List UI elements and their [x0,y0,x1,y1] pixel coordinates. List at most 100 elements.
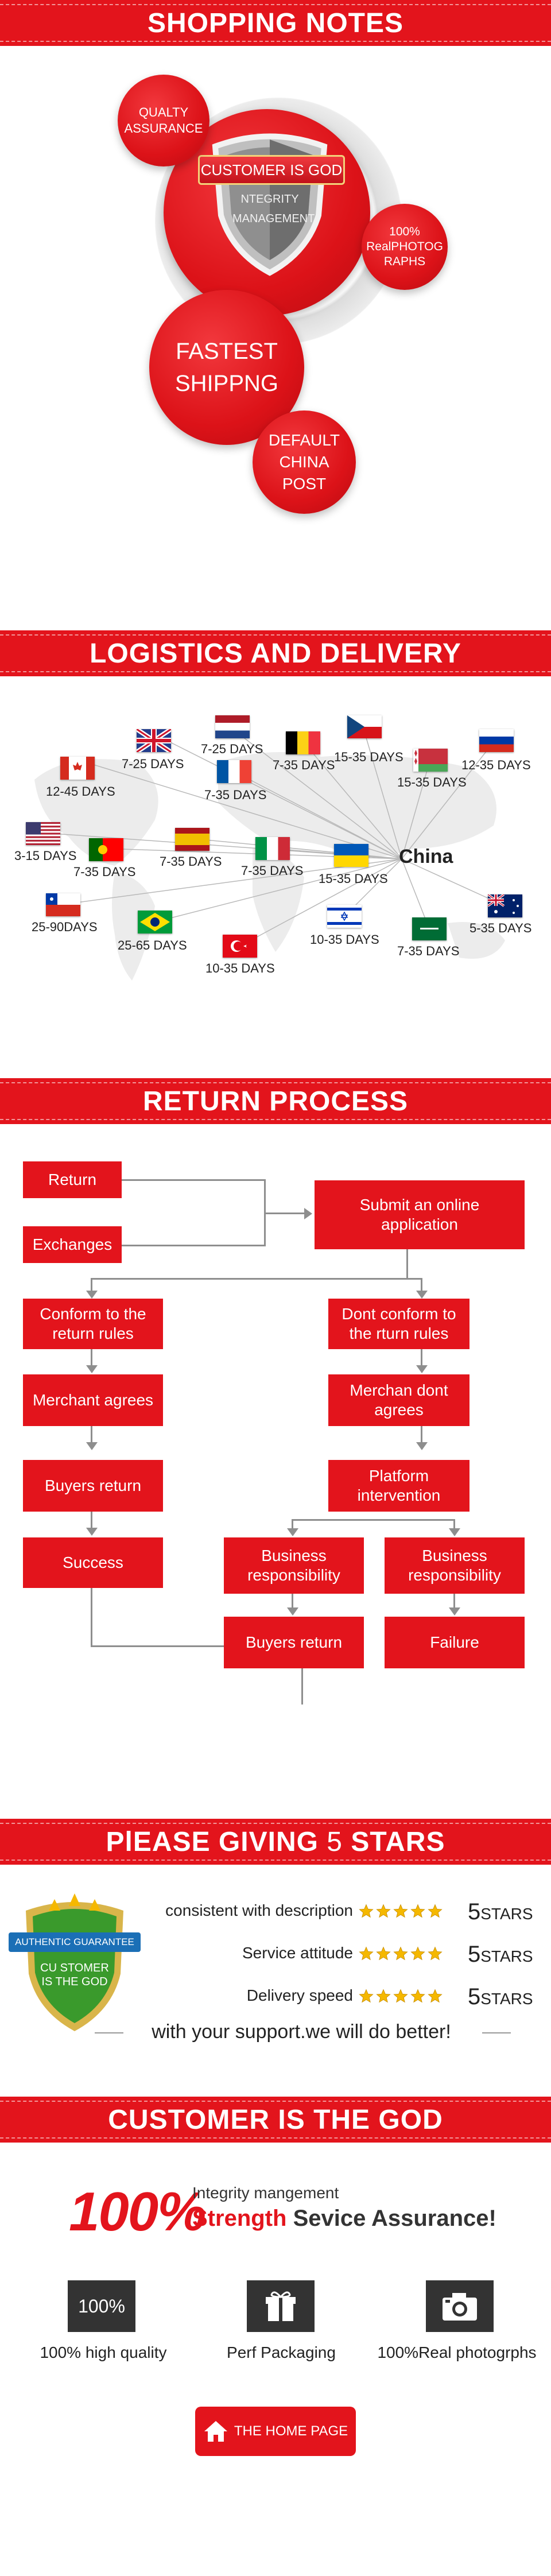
portugal-days: 7-35 DAYS [73,865,136,879]
shopping-notes-title: SHOPPING NOTES [147,7,404,38]
connector [292,1519,455,1521]
return-flowchart: Return Exchanges Submit an online applic… [0,1124,551,1790]
conform-box: Conform to the return rules [23,1299,163,1349]
usa-days: 3-15 DAYS [14,849,77,863]
shield-ribbon: CUSTOMER IS GOD [198,155,345,185]
quality-text: QUALTY ASSURANCE [124,105,203,135]
stars-title-num: 5 [327,1826,343,1857]
connector [122,1179,265,1181]
real-photos-badge: 100% RealPHOTOG RAPHS [362,204,448,290]
submit-box: Submit an online application [315,1180,525,1249]
star-icon [359,1904,374,1918]
home-page-button[interactable]: THE HOME PAGE [195,2407,356,2456]
customer-title: CUSTOMER IS THE GOD [108,2104,443,2135]
australia-days: 5-35 DAYS [469,921,532,935]
business-responsibility-box-2: Business responsibility [385,1537,525,1594]
world-map [34,726,506,981]
czech-flag [347,715,382,738]
netherlands-days: 7-25 DAYS [201,742,263,756]
arrow-down [416,1442,428,1450]
connector [421,1426,422,1442]
connector [453,1594,455,1607]
stars-section: AUTHENTIC GUARANTEE CU STOMER IS THE GOD… [0,1865,551,2083]
rating-num: 5 [468,1942,481,1967]
connector [122,1245,265,1246]
connector [421,1278,422,1291]
chile-days: 25-90DAYS [32,920,98,934]
star-icon [376,1946,391,1961]
return-title: RETURN PROCESS [142,1086,409,1117]
australia-flag [488,894,522,917]
real-photos-text: 100% RealPHOTOG RAPHS [366,225,443,268]
logistics-map: China 7-25 DAYS 7-25 DAYS 7-35 DAYS 15-3… [0,676,551,1032]
spain-days: 7-35 DAYS [160,854,222,869]
italy-days: 7-35 DAYS [241,863,304,878]
brazil-days: 25-65 DAYS [118,938,187,952]
connector [301,1668,303,1705]
guarantee-ribbon: AUTHENTIC GUARANTEE [9,1932,141,1952]
uk-flag [137,729,171,752]
logistics-banner: LOGISTICS AND DELIVERY [0,630,551,676]
star-icon [393,1904,408,1918]
assurance-text: Sevice Assurance! [293,2206,496,2231]
czech-days: 15-35 DAYS [334,750,403,764]
home-icon [204,2421,227,2442]
rating-value: 5STARS [468,1899,533,1925]
israel-flag [327,905,362,928]
merchant-agrees-box: Merchant agrees [23,1374,163,1426]
connector [91,1278,422,1280]
connector [264,1213,304,1214]
feature-label: 100%Real photogrphs [377,2343,537,2361]
rating-num: 5 [468,1984,481,2009]
assurance-line: Strength Sevice Assurance! [192,2206,496,2232]
quality-badge: QUALTY ASSURANCE [118,75,209,166]
star-icon [393,1989,408,2003]
belgium-flag [286,731,320,754]
star-icon [428,1946,443,1961]
big-percent: 100% [69,2181,207,2242]
ukraine-days: 15-35 DAYS [319,871,388,886]
saudi-days: 7-35 DAYS [397,944,460,958]
integrity-text: Integrity mangement [192,2184,339,2202]
star-icon [428,1904,443,1918]
star-group [359,1989,445,2006]
shield-top-text: CUSTOMER IS GOD [200,161,343,179]
rating-label: Service attitude [242,1944,353,1962]
usa-flag [26,822,60,845]
arrow-down [416,1365,428,1373]
rating-label: consistent with description [165,1901,353,1919]
saudi-emblem [420,928,439,929]
quality-icon: 100% [68,2280,135,2332]
strength-text: Strength [192,2206,287,2231]
support-text: with your support.we will do better! [152,2021,451,2043]
default-post-badge: DEFAULT CHINA POST [253,410,356,514]
star-icon [359,1989,374,2003]
arrow-down [86,1365,98,1373]
portugal-emblem [98,845,107,854]
arrow-down [86,1442,98,1450]
arrow-down [416,1291,428,1299]
business-responsibility-box-1: Business responsibility [224,1537,364,1594]
canada-flag [60,757,95,780]
arrow-down [449,1607,460,1616]
star-icon [376,1904,391,1918]
return-box: Return [23,1161,122,1198]
brazil-flag [138,911,172,933]
portugal-flag [89,838,123,861]
china-hub: China [399,846,453,867]
arrow-down [86,1528,98,1536]
guarantee-shield-text: CU STOMER IS THE GOD [40,1962,109,1988]
rating-value: 5STARS [468,1984,533,2010]
russia-days: 12-35 DAYS [461,758,531,772]
exchanges-box: Exchanges [23,1226,122,1263]
star-icon [410,1946,425,1961]
star-icon [428,1989,443,2003]
star-group [359,1904,445,1922]
rating-unit: STARS [480,1947,533,1965]
gift-icon [247,2280,315,2332]
belarus-flag [413,749,448,772]
uk-days: 7-25 DAYS [122,757,184,771]
connector [453,1519,455,1528]
connector [292,1519,293,1528]
connector [91,1512,92,1528]
